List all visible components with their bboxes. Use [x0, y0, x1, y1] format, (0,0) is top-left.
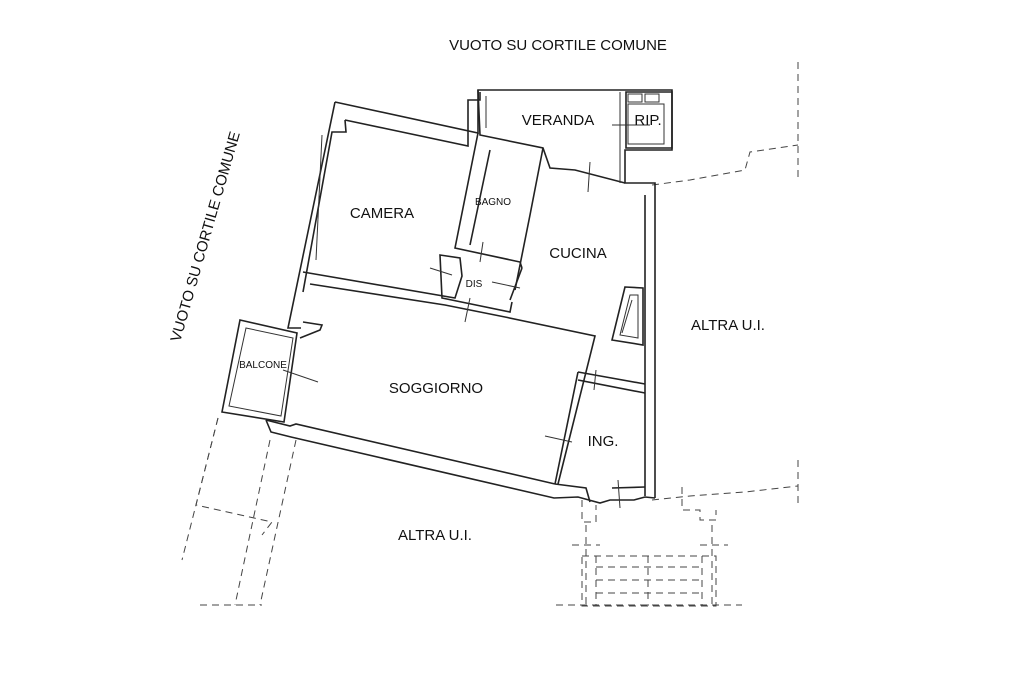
interior-walls: [299, 132, 646, 509]
ingresso-label: ING.: [588, 433, 619, 450]
dis-label: DIS: [466, 279, 483, 290]
top-area-label: VUOTO SU CORTILE COMUNE: [449, 37, 667, 54]
bagno-label: BAGNO: [475, 197, 511, 208]
veranda-outline: [477, 89, 673, 184]
balcone-label: BALCONE: [239, 360, 287, 371]
cucina-label: CUCINA: [549, 245, 607, 262]
dashed-context-lines: [181, 62, 799, 607]
camera-label: CAMERA: [350, 205, 414, 222]
soggiorno-label: SOGGIORNO: [389, 380, 483, 397]
altra-ui-right-label: ALTRA U.I.: [691, 317, 765, 334]
left-area-label: VUOTO SU CORTILE COMUNE: [167, 130, 243, 344]
balcony-outline: [221, 319, 319, 423]
rip-label: RIP.: [634, 112, 661, 129]
altra-ui-bottom-label: ALTRA U.I.: [398, 527, 472, 544]
outer-walls: [265, 89, 673, 504]
veranda-label: VERANDA: [522, 112, 595, 129]
